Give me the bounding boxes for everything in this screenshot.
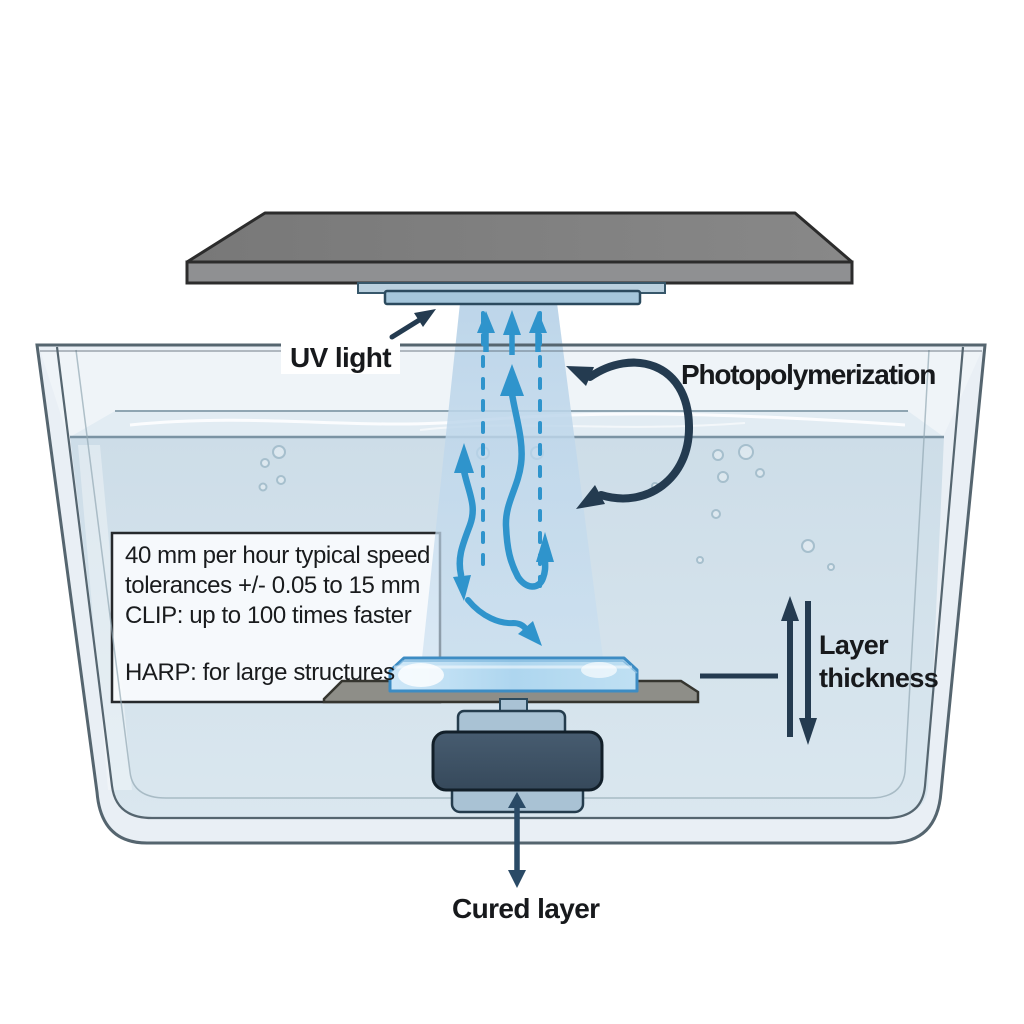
layer-thickness-indicator [700,596,817,745]
resin-bubbles [258,444,835,571]
photopolymerization-arrow [566,358,694,509]
flow-arrow-swoosh [465,597,542,646]
print-assembly [322,656,700,814]
spec-line-tolerances: tolerances +/- 0.05 to 15 mm [125,572,420,599]
spec-line-gap [125,631,435,658]
uv-ray-dashed-lines [481,311,542,598]
uv-ray-arrows [477,310,547,355]
layer-thickness-label: Layer thickness [819,630,939,693]
glass-reflection [78,445,132,790]
resin-flow-arrows [453,364,554,646]
uv-ray-arrow [529,311,547,352]
build-platform-top [185,211,854,264]
uv-ray-arrow [503,310,521,355]
spec-line-harp: HARP: for large structures [125,659,395,686]
platform-mount-lower [383,289,642,306]
uv-light-pointer-arrow [389,309,436,340]
pedestal-block [431,730,604,792]
uv-light-label: UV light [281,342,400,374]
build-platform [185,211,854,306]
build-platform-front [185,260,854,285]
uv-beam [422,303,603,658]
cured-layer-pointer-arrow [508,792,526,888]
vat-outer-wall [35,343,987,845]
pedestal [431,698,604,814]
spec-line-speed: 40 mm per hour typical speed [125,542,430,569]
spec-line-clip: CLIP: up to 100 times faster [125,602,412,629]
flow-arrow-left [453,443,476,601]
spec-box-text: 40 mm per hour typical speed tolerances … [125,541,435,688]
cured-layer-slab [388,656,639,693]
photopolymerization-label: Photopolymerization [681,359,936,390]
flow-arrow-center [500,364,554,590]
cured-layer-label: Cured layer [452,893,600,924]
uv-ray-arrow [477,311,495,352]
